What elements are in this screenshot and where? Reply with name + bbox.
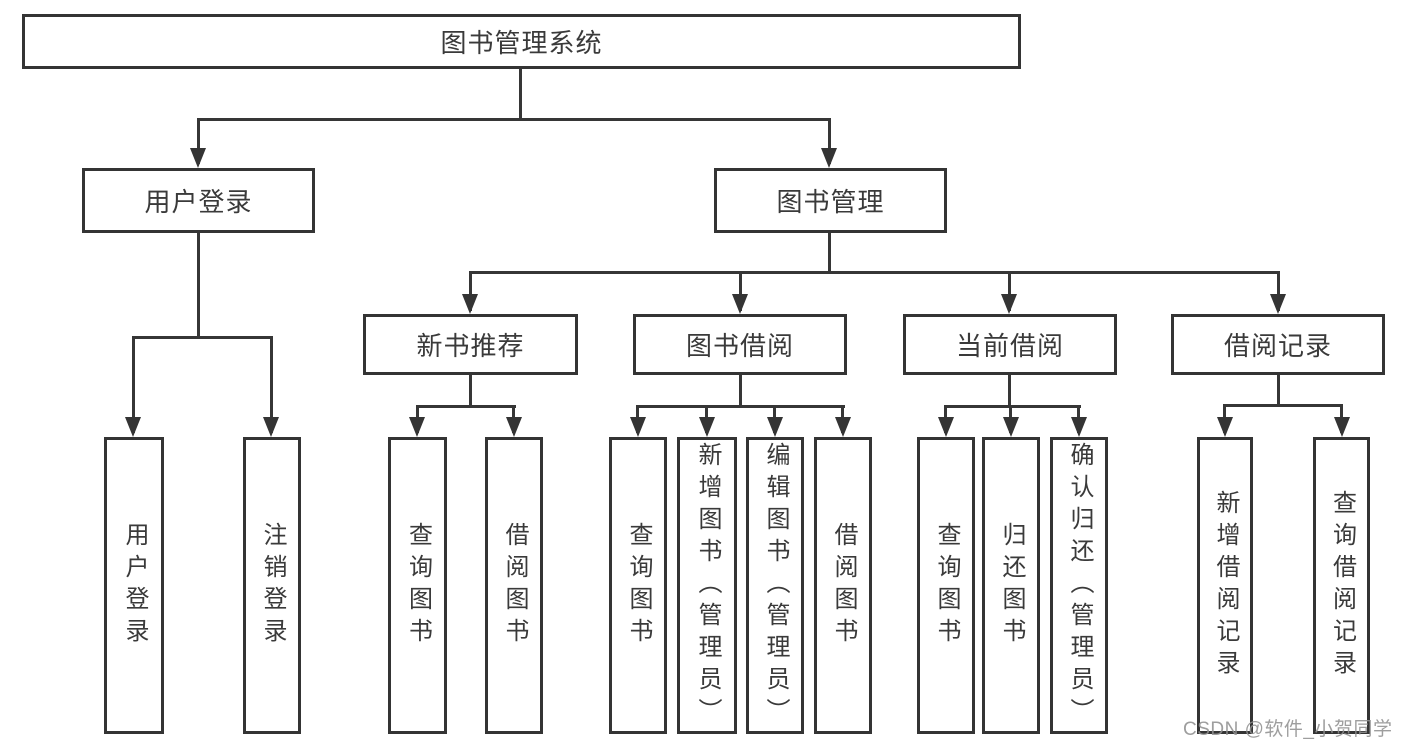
node-book-borrowing: 图书借阅 [633,314,847,375]
leaf-add-borrowing-record: 新增借阅记录 [1197,437,1253,734]
arrow-down-icon [767,417,783,437]
connector-line [416,405,516,408]
connector-line [637,405,845,408]
arrow-down-icon [699,417,715,437]
arrow-down-icon [1334,417,1350,437]
leaf-return-books: 归还图书 [982,437,1040,734]
connector-line [1008,271,1011,311]
node-borrowing-records: 借阅记录 [1171,314,1385,375]
connector-line [469,271,1280,274]
connector-line [1277,271,1280,311]
leaf-query-books-current: 查询图书 [917,437,975,734]
arrow-down-icon [1001,294,1017,314]
connector-line [197,118,200,164]
connector-line [197,118,831,121]
node-user-login: 用户登录 [82,168,315,233]
leaf-query-books-recommendation: 查询图书 [388,437,447,734]
node-book-management: 图书管理 [714,168,947,233]
connector-line [132,336,135,433]
arrow-down-icon [835,417,851,437]
leaf-query-books-borrowing: 查询图书 [609,437,667,734]
arrow-down-icon [190,148,206,168]
arrow-down-icon [462,294,478,314]
leaf-confirm-return-admin: 确认归还（管理员） [1050,437,1108,734]
connector-line [828,118,831,164]
arrow-down-icon [125,417,141,437]
leaf-borrow-books-recommendation: 借阅图书 [485,437,543,734]
arrow-down-icon [630,417,646,437]
connector-line [739,271,742,311]
watermark: CSDN @软件_小贺同学 [1183,719,1393,740]
arrow-down-icon [1217,417,1233,437]
connector-line [132,336,273,339]
arrow-down-icon [506,417,522,437]
node-new-book-recommendation: 新书推荐 [363,314,578,375]
leaf-user-login: 用户登录 [104,437,164,734]
arrow-down-icon [1003,417,1019,437]
connector-line [1224,404,1343,407]
connector-line [828,233,831,273]
connector-line [197,233,200,336]
node-library-management-system: 图书管理系统 [22,14,1021,69]
arrow-down-icon [409,417,425,437]
leaf-borrow-books-borrowing: 借阅图书 [814,437,872,734]
arrow-down-icon [938,417,954,437]
connector-line [270,336,273,433]
arrow-down-icon [263,417,279,437]
node-current-borrowing: 当前借阅 [903,314,1117,375]
leaf-add-books-admin: 新增图书（管理员） [677,437,737,734]
connector-line [469,373,472,407]
connector-line [469,271,472,311]
connector-line [1008,373,1011,407]
connector-line [519,68,522,120]
arrow-down-icon [1071,417,1087,437]
arrow-down-icon [821,148,837,168]
connector-line [739,373,742,407]
leaf-logout: 注销登录 [243,437,301,734]
arrow-down-icon [1270,294,1286,314]
leaf-query-borrowing-record: 查询借阅记录 [1313,437,1370,734]
connector-line [1277,373,1280,407]
connector-line [945,405,1081,408]
arrow-down-icon [732,294,748,314]
leaf-edit-books-admin: 编辑图书（管理员） [746,437,804,734]
